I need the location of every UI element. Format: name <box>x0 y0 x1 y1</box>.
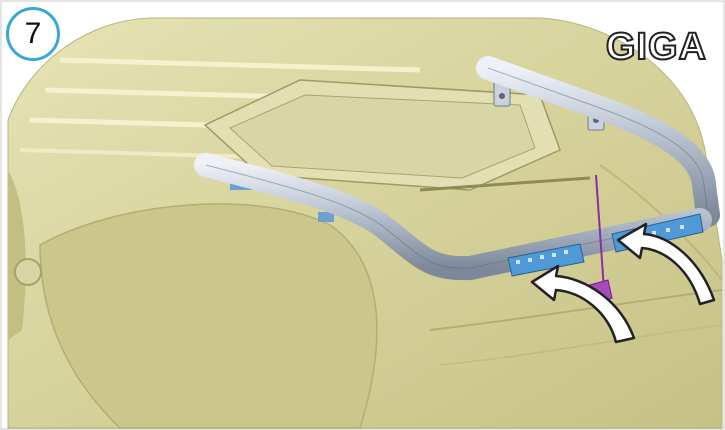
brand-logo: GIGA <box>605 25 707 69</box>
step-number-badge: 7 <box>6 7 60 61</box>
curved-arrow-left <box>530 264 636 344</box>
curved-arrow-right <box>616 222 716 306</box>
rear-bar-tube <box>194 56 720 281</box>
step-number: 7 <box>24 17 42 50</box>
brand-name: GIGA <box>605 25 707 69</box>
